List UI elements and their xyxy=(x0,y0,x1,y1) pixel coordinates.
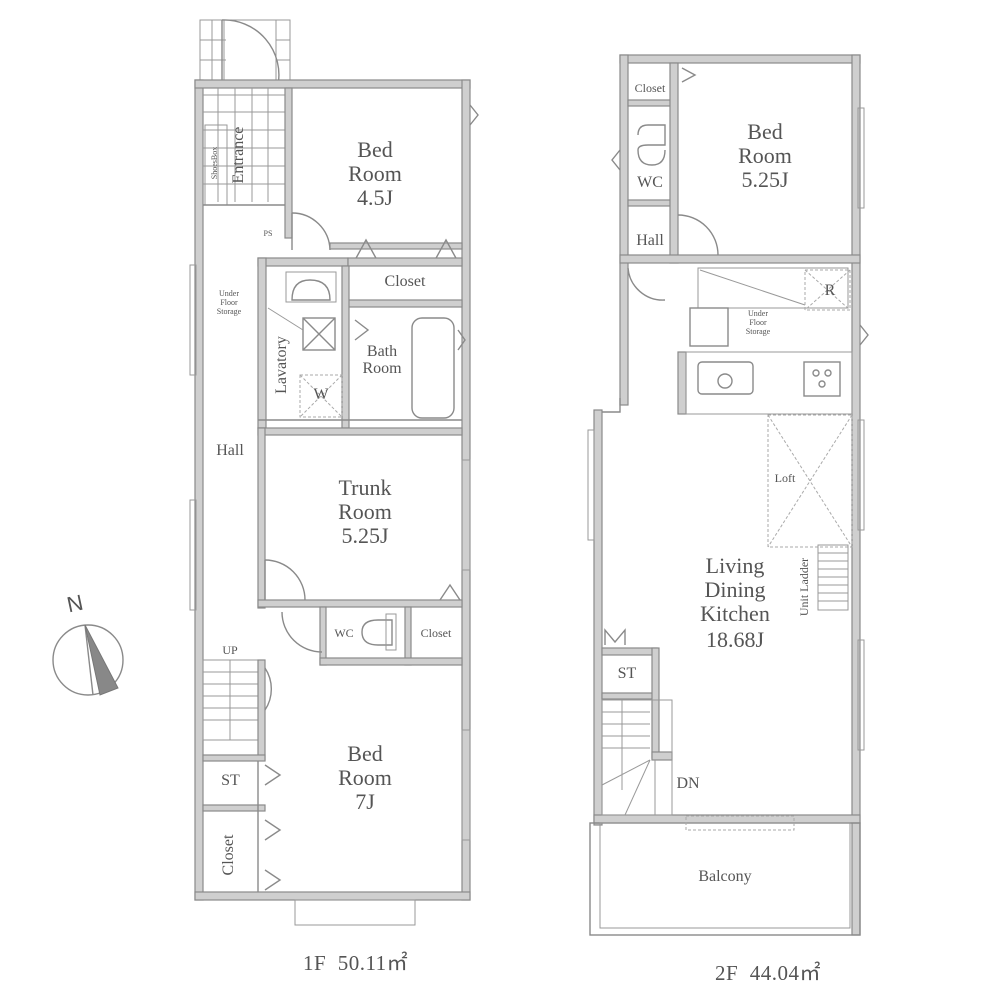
lavatory-label: Lavatory xyxy=(273,336,290,394)
trunk-room-size: 5.25J xyxy=(341,523,389,548)
floor-1-caption: 1F 50.11㎡ xyxy=(303,947,408,977)
stairs-up-label: UP xyxy=(222,643,238,657)
closet-1f-bottom-label: Closet xyxy=(220,834,237,876)
bedroom-2f-size: 5.25J xyxy=(741,167,789,192)
storage-2f-label: ST xyxy=(617,665,637,682)
floor-2-plan xyxy=(587,54,869,936)
floor-1-title: 1F xyxy=(303,951,327,975)
bath-room-label: Bath Room xyxy=(362,343,402,378)
ldk-name: Living Dining Kitchen xyxy=(700,553,770,626)
hall-1f-label: Hall xyxy=(216,442,244,459)
bedroom-1f-b-name: Bed Room xyxy=(338,741,392,790)
closet-2f-label: Closet xyxy=(634,81,666,95)
balcony-label: Balcony xyxy=(698,868,752,885)
floor-1-plan xyxy=(189,19,479,926)
closet-1f-top-label: Closet xyxy=(384,273,426,290)
hall-2f-label: Hall xyxy=(636,232,664,249)
shoes-box-label: ShoesBox xyxy=(210,146,219,180)
floor-2-caption: 2F 44.04㎡ xyxy=(715,957,821,987)
bedroom-1f-a-size: 4.5J xyxy=(356,185,394,210)
stairs-down-label: DN xyxy=(676,775,700,792)
entrance-label: Entrance xyxy=(230,126,247,184)
closet-1f-mid-label: Closet xyxy=(420,626,452,640)
refrigerator-label: R xyxy=(824,282,836,299)
bedroom-1f-b-size: 7J xyxy=(355,789,375,814)
wc-2f-label: WC xyxy=(637,174,663,191)
floor-2-title: 2F xyxy=(715,961,739,985)
washer-label: W xyxy=(313,386,329,403)
loft-label: Loft xyxy=(774,471,796,485)
storage-1f-label: ST xyxy=(221,772,240,789)
bedroom-2f-name: Bed Room xyxy=(738,119,792,168)
bedroom-1f-a-name: Bed Room xyxy=(348,137,402,186)
trunk-room-name: Trunk Room xyxy=(338,475,392,524)
compass-icon xyxy=(52,624,124,696)
under-floor-storage-2f-label: Under Floor Storage xyxy=(745,309,771,336)
ldk-size: 18.68J xyxy=(705,627,765,652)
floor-2-area: 44.04㎡ xyxy=(749,961,821,985)
floor-1-area: 50.11㎡ xyxy=(337,951,409,975)
pipe-shaft-label: PS xyxy=(263,229,273,238)
wc-1f-label: WC xyxy=(334,626,354,640)
under-floor-storage-1f-label: Under Floor Storage xyxy=(216,289,242,316)
